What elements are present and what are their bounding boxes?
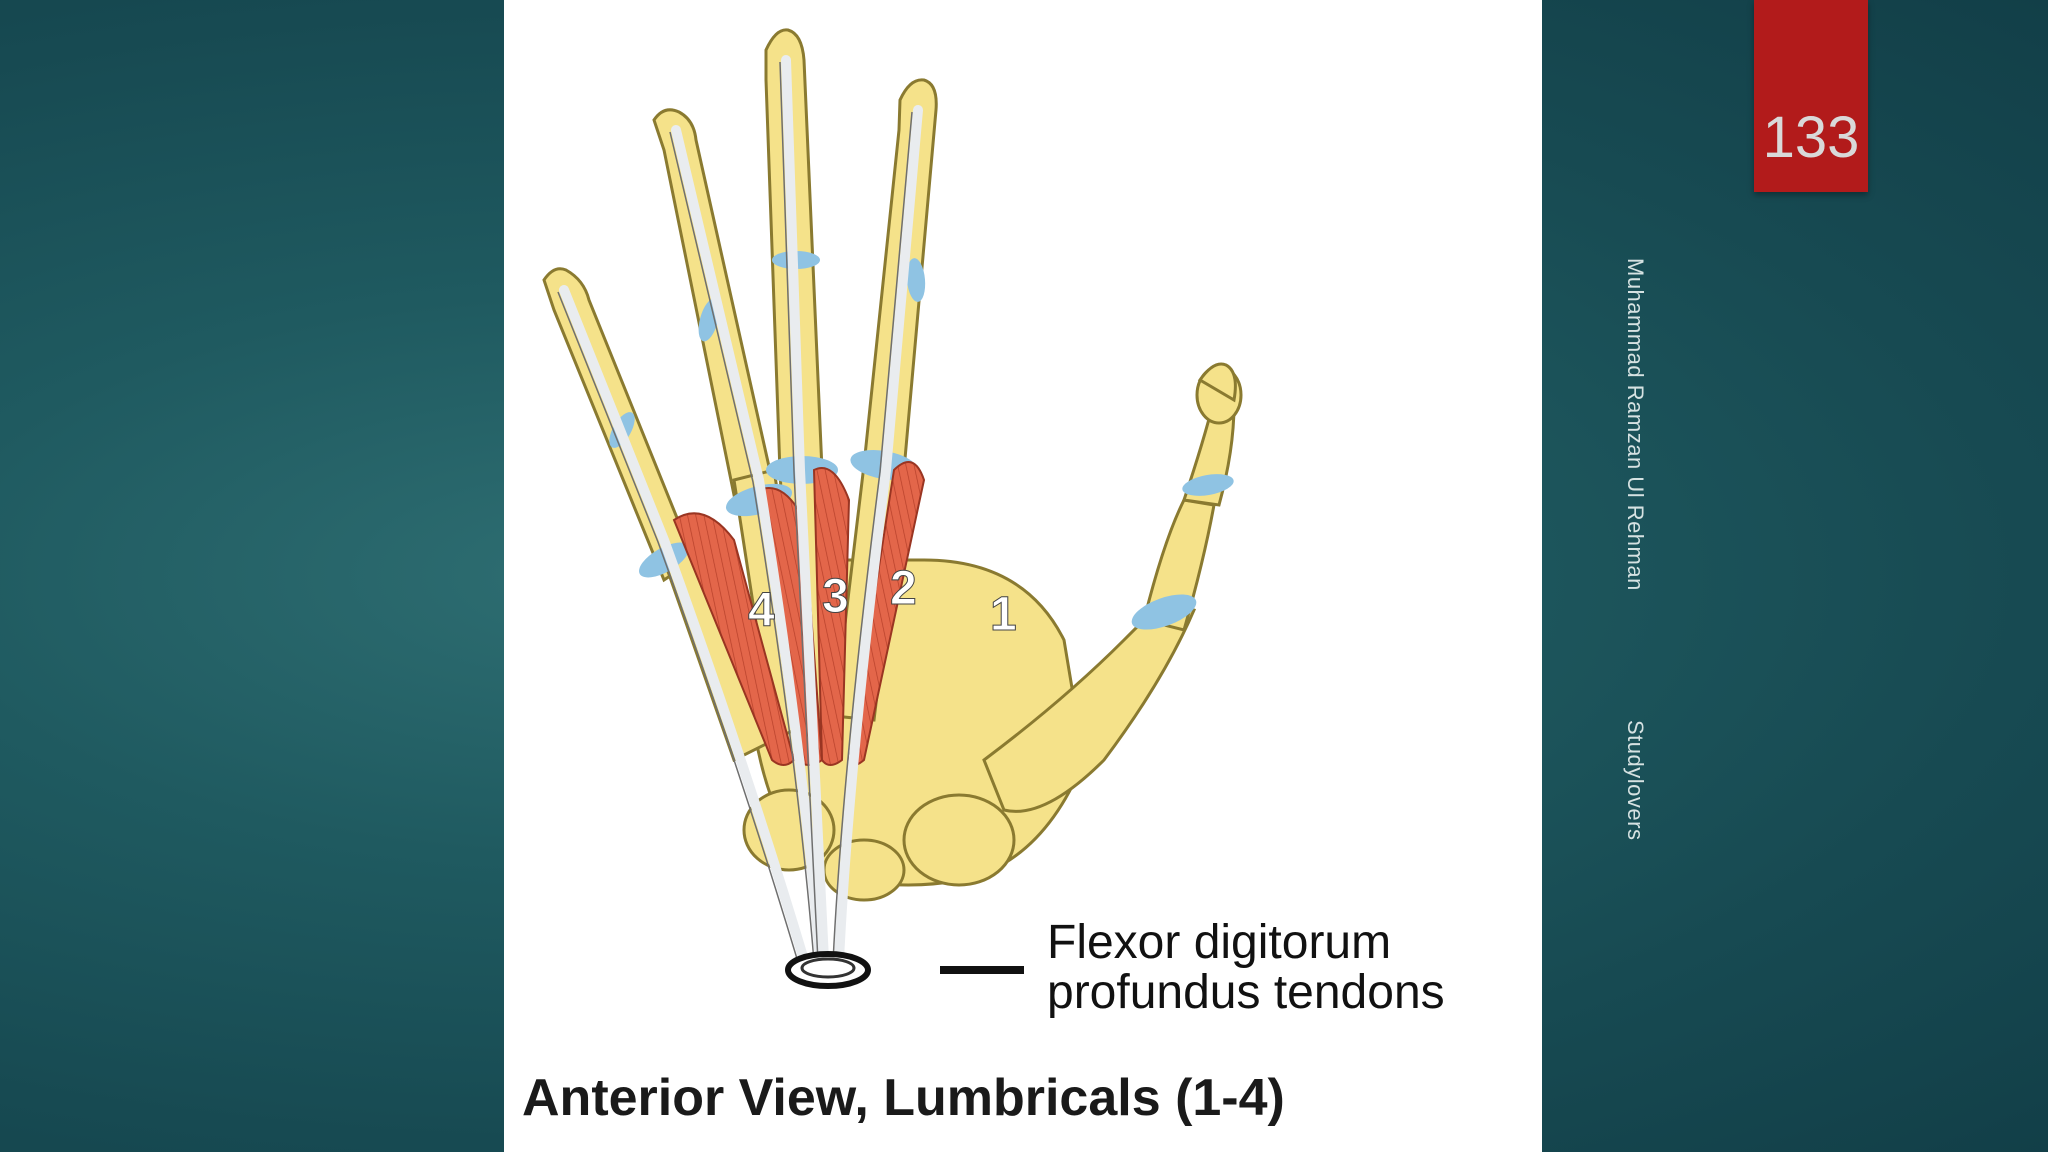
figure-caption: Anterior View, Lumbricals (1-4) xyxy=(522,1069,1285,1127)
tendon-label-line2: profundus tendons xyxy=(1047,966,1445,1019)
lumbrical-number-1: 1 xyxy=(990,588,1017,641)
flexor-tendons xyxy=(559,55,923,965)
anatomy-figure-panel: 4 3 2 1 Flexor digitorum profundus tendo… xyxy=(504,0,1542,1152)
lumbrical-4 xyxy=(672,512,796,766)
author-footer: Muhammad Ramzan Ul Rehman xyxy=(1623,258,1648,591)
lumbrical-number-3: 3 xyxy=(822,570,849,623)
tendon-label-line1: Flexor digitorum xyxy=(1047,916,1392,969)
site-footer: Studylovers xyxy=(1623,720,1648,841)
hand-illustration: 4 3 2 1 xyxy=(542,28,1243,989)
page-number-badge: 133 xyxy=(1754,0,1868,192)
page-number: 133 xyxy=(1762,105,1860,170)
lumbrical-number-2: 2 xyxy=(890,562,917,615)
lumbrical-number-4: 4 xyxy=(748,584,775,637)
tendon-label: Flexor digitorum profundus tendons xyxy=(1047,918,1445,1018)
thumb-joints xyxy=(1131,474,1234,630)
lumbrical-2 xyxy=(812,467,851,766)
flexor-tendon-outlines xyxy=(557,61,913,963)
